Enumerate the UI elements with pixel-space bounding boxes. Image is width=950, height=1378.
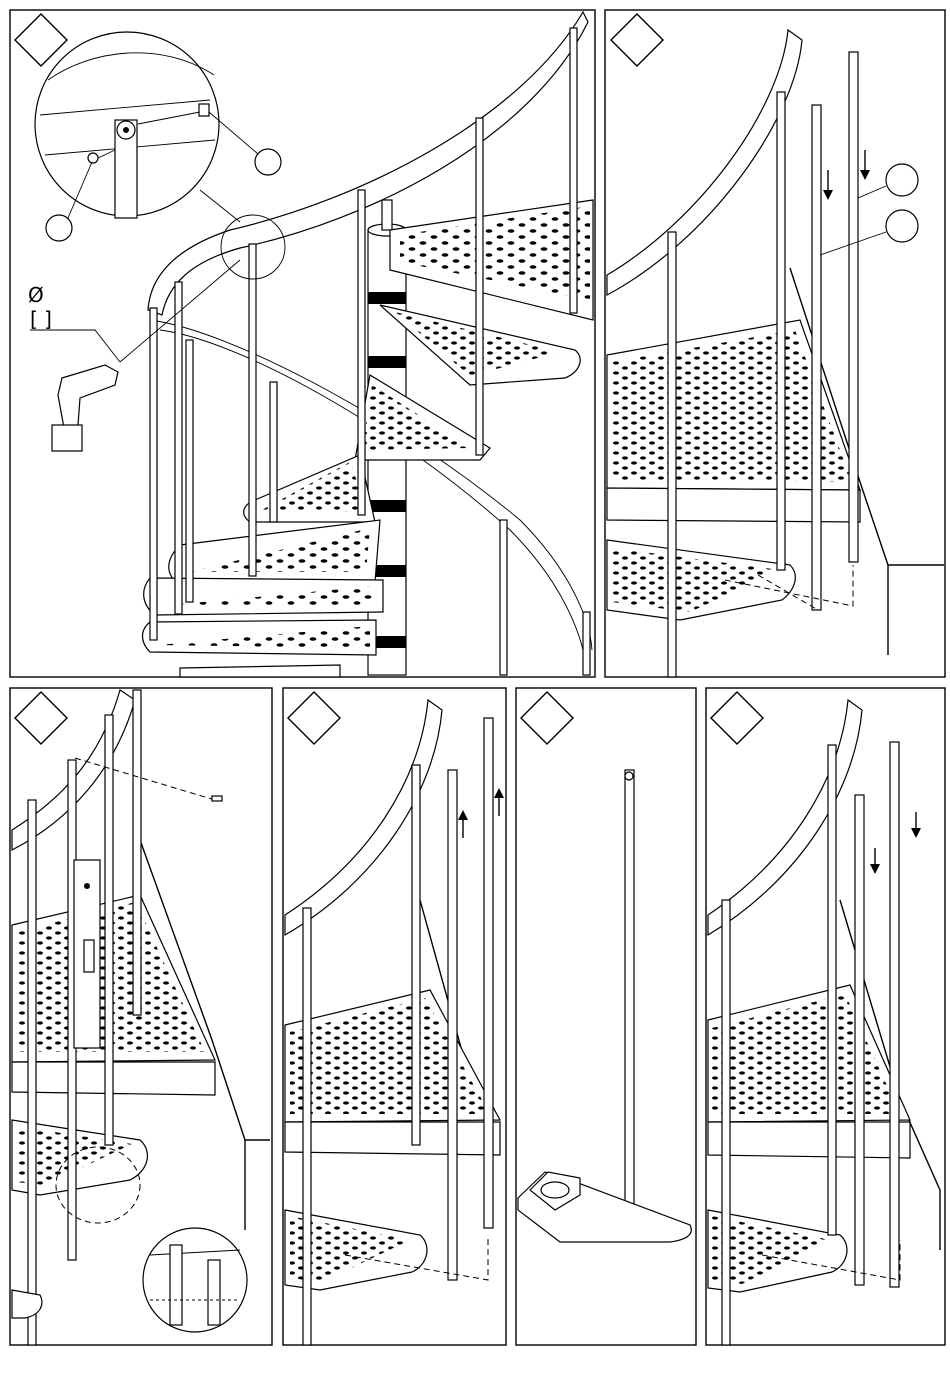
panel-1-railing-drilling: Ø [ ]	[10, 10, 595, 677]
step-badge-6	[711, 692, 763, 744]
diameter-bracket: [ ]	[30, 307, 52, 331]
panel-6-baluster-lower	[706, 688, 945, 1345]
panel-4-baluster-lift	[283, 688, 506, 1345]
step-badge-5	[521, 692, 573, 744]
step-badge-1	[15, 14, 67, 66]
panel-5-baluster-foot	[516, 688, 696, 1345]
drill-tool: Ø [ ]	[28, 260, 240, 451]
diameter-symbol: Ø	[28, 283, 44, 307]
panel-2-baluster-insertion	[605, 10, 945, 677]
panel-3-level-check	[10, 688, 272, 1345]
step-badge-2	[611, 14, 663, 66]
step-badge-4	[288, 692, 340, 744]
callout-circle-b	[886, 210, 918, 242]
step-badge-3	[15, 692, 67, 744]
callout-circle-a	[886, 164, 918, 196]
